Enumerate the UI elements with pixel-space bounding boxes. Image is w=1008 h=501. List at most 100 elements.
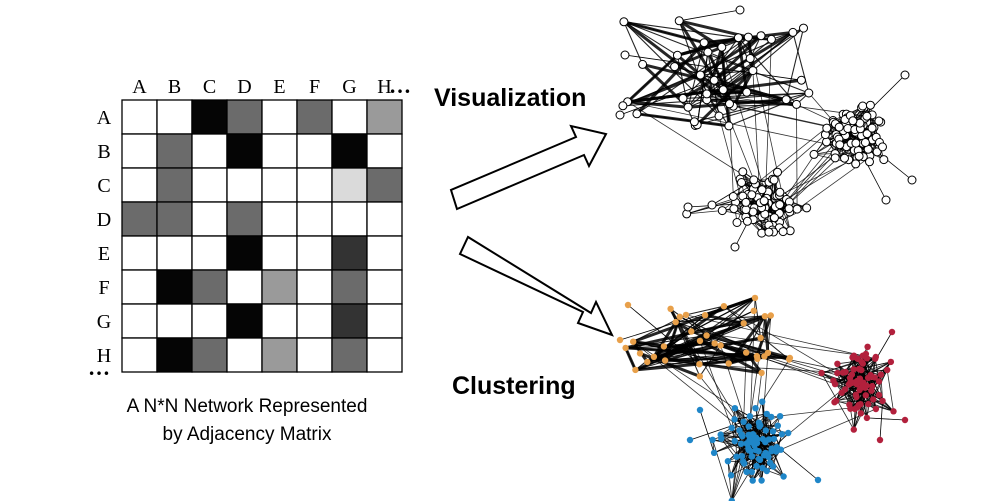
network-node xyxy=(778,227,788,237)
matrix-row-label: B xyxy=(97,141,110,163)
network-node xyxy=(683,202,693,212)
network-nodes xyxy=(615,5,917,252)
network-node xyxy=(709,75,719,85)
network-node xyxy=(809,149,819,159)
network-node xyxy=(853,381,860,388)
matrix-cell xyxy=(261,99,298,135)
network-node xyxy=(743,468,750,476)
network-node xyxy=(717,42,727,52)
network-node xyxy=(887,358,895,366)
network-node xyxy=(620,50,630,60)
network-node xyxy=(717,342,724,349)
network-node xyxy=(758,477,765,484)
clustering-label: Clustering xyxy=(452,372,576,400)
network-node xyxy=(874,116,884,126)
network-node xyxy=(868,387,875,394)
matrix-cell xyxy=(156,201,193,237)
network-node xyxy=(725,360,732,367)
arrow-to-clustering-icon xyxy=(458,235,614,337)
matrix-cell xyxy=(261,133,298,169)
network-edge xyxy=(623,21,809,94)
matrix-cell xyxy=(366,167,403,203)
network-edge xyxy=(707,51,754,72)
network-node xyxy=(830,377,837,384)
network-node xyxy=(851,138,861,148)
network-edge xyxy=(685,314,876,360)
network-node xyxy=(696,406,704,414)
network-node xyxy=(860,379,867,386)
network-edge xyxy=(771,406,858,418)
network-node xyxy=(857,410,864,417)
network-node xyxy=(877,371,885,378)
network-node xyxy=(638,59,648,69)
matrix-cell xyxy=(226,99,263,135)
network-node xyxy=(785,429,792,437)
network-edge xyxy=(721,47,769,204)
network-node xyxy=(732,218,742,227)
network-node xyxy=(636,350,644,357)
matrix-column-ellipsis: … xyxy=(389,73,411,98)
network-node xyxy=(901,416,909,424)
network-node xyxy=(759,435,767,443)
network-node xyxy=(757,334,764,342)
network-edge xyxy=(792,32,810,94)
network-node xyxy=(854,151,864,161)
network-node xyxy=(720,303,728,310)
matrix-cell xyxy=(191,303,228,339)
network-node xyxy=(747,447,754,455)
network-edge xyxy=(729,103,734,197)
network-node xyxy=(755,455,763,463)
network-edge xyxy=(866,417,906,421)
network-node xyxy=(731,437,738,445)
network-edge xyxy=(865,142,913,181)
network-edge xyxy=(625,347,636,371)
matrix-cell xyxy=(296,99,333,135)
network-node xyxy=(644,358,651,366)
network-node xyxy=(618,101,628,111)
matrix-cell xyxy=(121,201,158,237)
matrix-cell xyxy=(156,303,193,339)
network-node xyxy=(709,436,716,443)
network-edge xyxy=(619,297,756,341)
network-edge xyxy=(695,99,787,127)
network-node xyxy=(777,446,784,453)
network-node xyxy=(728,497,735,501)
matrix-cell xyxy=(296,303,333,339)
network-node xyxy=(630,338,637,345)
matrix-cell xyxy=(366,269,403,305)
network-node xyxy=(728,192,738,201)
network-node xyxy=(667,305,674,312)
network-node xyxy=(840,153,849,163)
network-node xyxy=(775,200,785,210)
matrix-column-label: E xyxy=(273,76,285,98)
network-node xyxy=(749,175,759,185)
network-node xyxy=(858,101,868,111)
matrix-cell xyxy=(296,337,333,373)
network-edge xyxy=(731,450,751,501)
network-node xyxy=(775,187,785,197)
matrix-cell xyxy=(156,269,193,305)
network-edge xyxy=(868,403,894,412)
network-edge xyxy=(745,351,763,374)
network-node xyxy=(862,129,872,139)
network-node xyxy=(738,453,746,460)
network-node xyxy=(745,423,752,430)
matrix-cell xyxy=(261,235,298,271)
network-node xyxy=(878,142,887,152)
network-node xyxy=(814,476,822,484)
network-edge xyxy=(619,79,715,116)
network-node xyxy=(841,386,849,393)
matrix-cell xyxy=(156,235,193,271)
network-node xyxy=(884,366,891,374)
network-node xyxy=(862,392,869,399)
network-edge xyxy=(699,352,747,365)
network-node xyxy=(870,396,877,403)
network-edge xyxy=(699,409,715,453)
network-node xyxy=(683,102,693,112)
network-edge xyxy=(706,334,791,360)
matrix-cell xyxy=(226,201,263,237)
network-node xyxy=(661,357,669,364)
network-edge xyxy=(687,98,787,109)
network-edge xyxy=(626,54,679,103)
